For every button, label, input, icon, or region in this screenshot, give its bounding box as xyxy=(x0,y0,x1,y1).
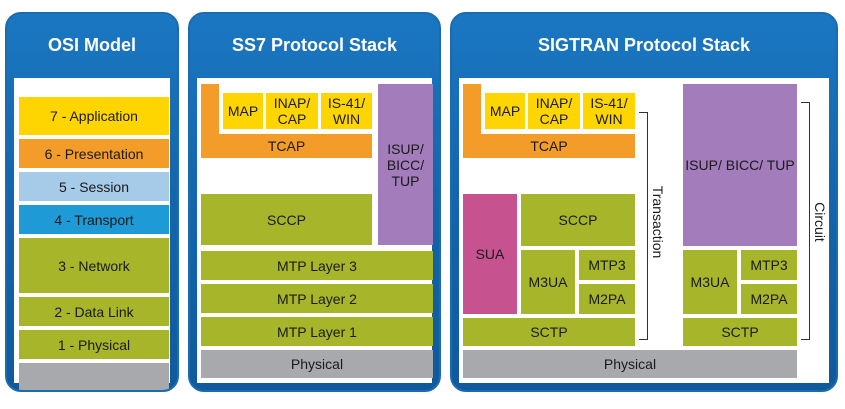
sigtran-title: SIGTRAN Protocol Stack xyxy=(537,34,751,55)
circuit-bracket xyxy=(801,102,810,340)
circuit-label: Circuit xyxy=(812,202,828,242)
osi-layer-session: 5 - Session xyxy=(19,172,169,201)
ss7-physical: Physical xyxy=(201,350,433,378)
sigtran-sctp-left: SCTP xyxy=(463,318,635,346)
sigtran-is41-win: IS-41/ WIN xyxy=(583,93,635,129)
sigtran-mtp3-left: MTP3 xyxy=(579,250,635,280)
transaction-label: Transaction xyxy=(650,185,666,259)
sigtran-m2pa-left: M2PA xyxy=(579,284,635,314)
sigtran-m3ua-left: M3UA xyxy=(521,250,575,314)
osi-layer-transport: 4 - Transport xyxy=(19,205,169,234)
sigtran-isup-bicc-tup: ISUP/ BICC/ TUP xyxy=(683,84,797,246)
ss7-tcap-side xyxy=(201,84,219,134)
ss7-is41-win: IS-41/ WIN xyxy=(321,93,372,129)
sigtran-tcap: TCAP xyxy=(463,134,635,158)
osi-layer-datalink: 2 - Data Link xyxy=(19,297,169,326)
sigtran-m3ua-right: M3UA xyxy=(683,250,737,314)
osi-panel: OSI Model 7 - Application 6 - Presentati… xyxy=(5,12,179,392)
sigtran-map: MAP xyxy=(485,93,525,129)
sigtran-inap-cap: INAP/ CAP xyxy=(528,93,580,129)
ss7-panel: SS7 Protocol Stack TCAP MAP INAP/ CAP IS… xyxy=(188,12,441,392)
ss7-isup-bicc-tup: ISUP/ BICC/ TUP xyxy=(378,84,433,245)
osi-layer-physical: 1 - Physical xyxy=(19,330,169,359)
ss7-mtp-layer-1: MTP Layer 1 xyxy=(201,317,433,346)
ss7-mtp-layer-3: MTP Layer 3 xyxy=(201,251,433,280)
ss7-title: SS7 Protocol Stack xyxy=(231,34,398,55)
transaction-bracket xyxy=(639,112,648,340)
sigtran-sctp-right: SCTP xyxy=(683,318,797,346)
ss7-inap-cap: INAP/ CAP xyxy=(266,93,318,129)
osi-stack: 7 - Application 6 - Presentation 5 - Ses… xyxy=(14,78,170,390)
sigtran-tcap-side xyxy=(463,84,481,134)
sigtran-sua: SUA xyxy=(463,194,517,314)
sigtran-m2pa-right: M2PA xyxy=(741,284,797,314)
sigtran-physical: Physical xyxy=(463,350,797,378)
ss7-sccp: SCCP xyxy=(201,194,372,245)
osi-layer-network: 3 - Network xyxy=(19,238,169,293)
sigtran-mtp3-right: MTP3 xyxy=(741,250,797,280)
ss7-stack: TCAP MAP INAP/ CAP IS-41/ WIN ISUP/ BICC… xyxy=(197,78,433,383)
osi-physical xyxy=(19,363,169,390)
sigtran-panel: SIGTRAN Protocol Stack TCAP MAP INAP/ CA… xyxy=(450,12,838,392)
osi-layer-application: 7 - Application xyxy=(19,97,169,135)
osi-layer-presentation: 6 - Presentation xyxy=(19,139,169,168)
osi-title: OSI Model xyxy=(47,34,136,55)
ss7-mtp-layer-2: MTP Layer 2 xyxy=(201,284,433,313)
ss7-tcap: TCAP xyxy=(201,134,372,158)
sigtran-sccp: SCCP xyxy=(521,194,635,246)
sigtran-stack: TCAP MAP INAP/ CAP IS-41/ WIN SCCP SUA M… xyxy=(459,78,829,383)
ss7-map: MAP xyxy=(223,93,263,129)
